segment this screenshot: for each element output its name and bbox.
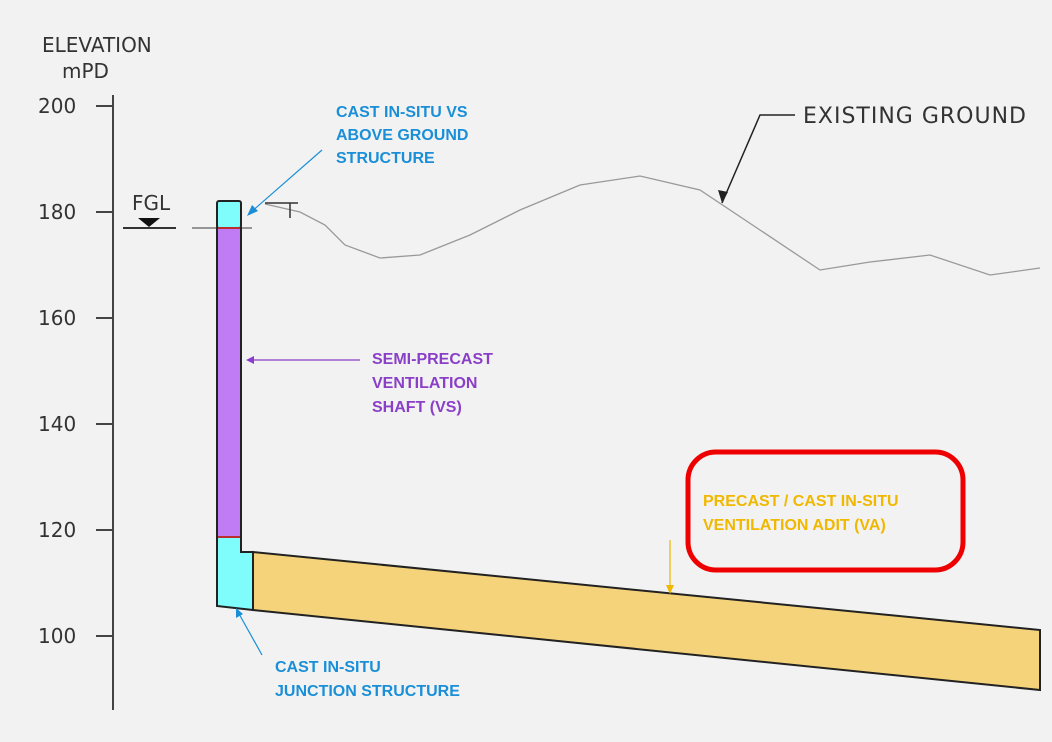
- highlight-box: [685, 449, 966, 573]
- label-line: JUNCTION STRUCTURE: [275, 683, 460, 700]
- label-line: VENTILATION ADIT (VA): [703, 517, 886, 534]
- label-line: CAST IN-SITU: [275, 659, 381, 676]
- label-ventilation-adit: PRECAST / CAST IN-SITU VENTILATION ADIT (…: [703, 493, 899, 534]
- tick-label: 180: [38, 200, 76, 224]
- tick-label: 200: [38, 94, 76, 118]
- existing-ground-line: [264, 175, 1041, 276]
- label-line: PRECAST / CAST IN-SITU: [703, 493, 899, 510]
- label-above-ground-structure: CAST IN-SITU VS ABOVE GROUND STRUCTURE: [336, 104, 468, 167]
- label-line: SEMI-PRECAST: [372, 351, 493, 368]
- tick-label: 120: [38, 518, 76, 542]
- label-line: CAST IN-SITU VS: [336, 104, 468, 121]
- ventilation-shaft: [216, 227, 242, 538]
- axis-title: ELEVATION: [42, 33, 152, 57]
- existing-ground-label: EXISTING GROUND: [803, 104, 1027, 129]
- label-junction-structure: CAST IN-SITU JUNCTION STRUCTURE: [275, 659, 460, 700]
- label-line: ABOVE GROUND: [336, 127, 468, 144]
- junction-structure: [216, 536, 254, 612]
- existing-ground-callout: EXISTING GROUND: [718, 104, 1027, 204]
- tick-label: 160: [38, 306, 76, 330]
- label-line: STRUCTURE: [336, 150, 435, 167]
- axis-unit: mPD: [62, 59, 109, 83]
- above-ground-structure: [216, 200, 242, 229]
- label-line: SHAFT (VS): [372, 399, 462, 416]
- label-ventilation-shaft: SEMI-PRECAST VENTILATION SHAFT (VS): [372, 351, 493, 416]
- tick-label: 140: [38, 412, 76, 436]
- tick-label: 100: [38, 624, 76, 648]
- fgl-label: FGL: [132, 191, 171, 215]
- label-line: VENTILATION: [372, 375, 477, 392]
- y-axis: ELEVATION mPD 200 180 160 140 120 100: [38, 33, 152, 710]
